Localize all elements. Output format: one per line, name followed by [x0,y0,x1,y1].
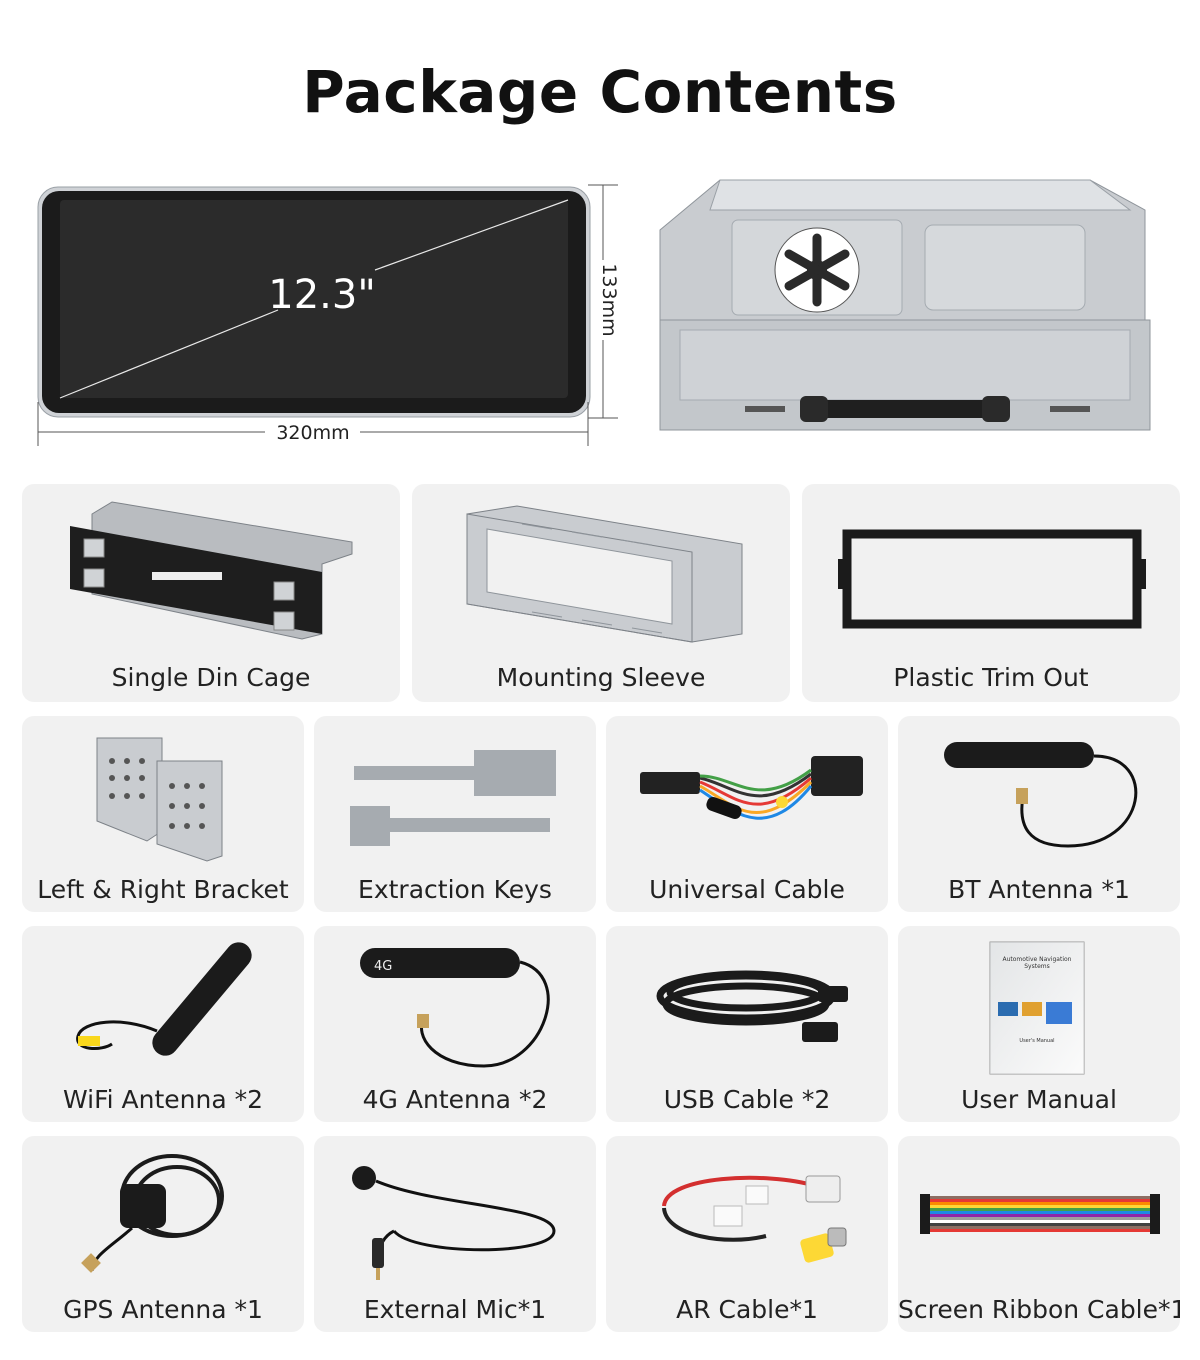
bracket-icon [22,716,304,881]
bt-antenna-icon [898,716,1180,881]
item-card-4g-antenna: 4G 4G Antenna *2 [314,926,596,1122]
item-label: Plastic Trim Out [893,663,1089,692]
item-card-bracket: Left & Right Bracket [22,716,304,912]
item-label: Universal Cable [649,875,845,904]
item-label: Left & Right Bracket [37,875,289,904]
mounting-sleeve-icon [412,484,790,643]
item-label: USB Cable *2 [663,1085,831,1114]
plastic-trim-icon [802,484,1180,634]
extraction-keys-icon [314,716,596,881]
user-manual-icon: Automotive Navigation Systems User's Man… [898,926,1180,1091]
item-label: Screen Ribbon Cable*1 [898,1295,1180,1324]
item-card-universal-cable: Universal Cable [606,716,888,912]
item-label: 4G Antenna *2 [362,1085,548,1114]
item-label: GPS Antenna *1 [63,1295,263,1324]
item-label: AR Cable*1 [676,1295,818,1324]
item-card-usb-cable: USB Cable *2 [606,926,888,1122]
screen-illustration: 12.3" 133mm 320mm [20,170,640,450]
item-card-extraction-keys: Extraction Keys [314,716,596,912]
ar-cable-icon [606,1136,888,1301]
item-label: External Mic*1 [363,1295,547,1324]
item-card-gps-antenna: GPS Antenna *1 [22,1136,304,1332]
usb-cable-icon [606,926,888,1091]
item-card-ar-cable: AR Cable*1 [606,1136,888,1332]
item-card-user-manual: Automotive Navigation Systems User's Man… [898,926,1180,1122]
item-card-single-din-cage: Single Din Cage [22,484,400,702]
page-title: Package Contents [302,58,898,126]
item-card-ribbon-cable: Screen Ribbon Cable*1 [898,1136,1180,1332]
single-din-cage-icon [22,484,400,640]
head-unit-chassis [650,170,1170,450]
width-label: 320mm [276,422,349,444]
4g-antenna-icon: 4G [314,926,596,1091]
manual-title: Automotive Navigation Systems [1002,956,1072,971]
universal-cable-icon [606,716,888,881]
hero-section: 12.3" 133mm 320mm [0,170,1200,460]
item-label: WiFi Antenna *2 [62,1085,264,1114]
item-card-wifi-antenna: WiFi Antenna *2 [22,926,304,1122]
gps-antenna-icon [22,1136,304,1301]
4g-badge: 4G [374,959,392,974]
item-label: Extraction Keys [358,875,552,904]
item-card-bt-antenna: BT Antenna *1 [898,716,1180,912]
external-mic-icon [314,1136,596,1301]
height-label: 133mm [598,263,620,336]
item-card-mounting-sleeve: Mounting Sleeve [412,484,790,702]
item-card-external-mic: External Mic*1 [314,1136,596,1332]
item-label: BT Antenna *1 [948,875,1130,904]
item-label: User Manual [961,1085,1117,1114]
wifi-antenna-icon [22,926,304,1091]
manual-subtitle: User's Manual [1019,1038,1055,1044]
ribbon-cable-icon [898,1136,1180,1301]
item-card-plastic-trim: Plastic Trim Out [802,484,1180,702]
item-label: Single Din Cage [111,663,311,692]
screen-diagonal: 12.3" [268,272,375,318]
item-label: Mounting Sleeve [496,663,706,692]
